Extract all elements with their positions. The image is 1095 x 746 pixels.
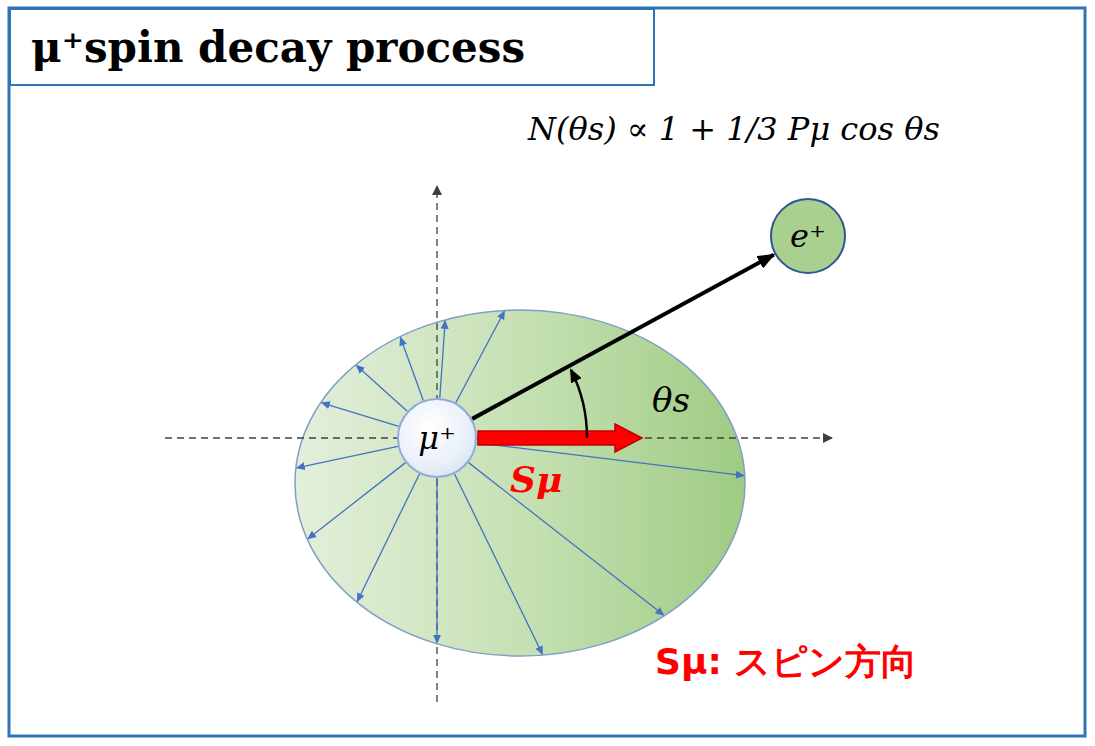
distribution-formula: N(θs) ∝ 1 + 1/3 Pμ cos θs — [528, 110, 940, 148]
emission-ray — [455, 474, 543, 654]
spin-note: Sμ: スピン方向 — [655, 638, 917, 687]
angle-label: θs — [652, 380, 690, 420]
outer-frame — [9, 8, 1085, 736]
particle-name: μ⁺ — [418, 419, 456, 457]
spin-label: Sμ — [510, 458, 562, 500]
particle-name: e⁺ — [790, 217, 826, 255]
emission-ellipse — [295, 310, 745, 656]
emission-ray — [297, 446, 398, 467]
positron-circle: e⁺ — [770, 198, 846, 274]
emission-arrow — [472, 255, 774, 419]
emission-ray — [456, 311, 505, 402]
emission-ray — [440, 321, 445, 398]
angle-arc — [571, 370, 587, 438]
emission-ray — [322, 403, 399, 427]
spin-arrow — [478, 424, 642, 452]
title-box: μ⁺spin decay process — [9, 8, 655, 86]
emission-ray — [436, 478, 437, 643]
emission-ray — [308, 463, 405, 539]
emission-ray — [400, 338, 423, 401]
emission-ray — [356, 365, 407, 411]
emission-ray — [469, 463, 664, 615]
title-text: μ⁺spin decay process — [31, 23, 525, 72]
emission-rays — [297, 311, 744, 654]
emission-ray — [357, 474, 419, 601]
muon-circle: μ⁺ — [397, 398, 477, 478]
